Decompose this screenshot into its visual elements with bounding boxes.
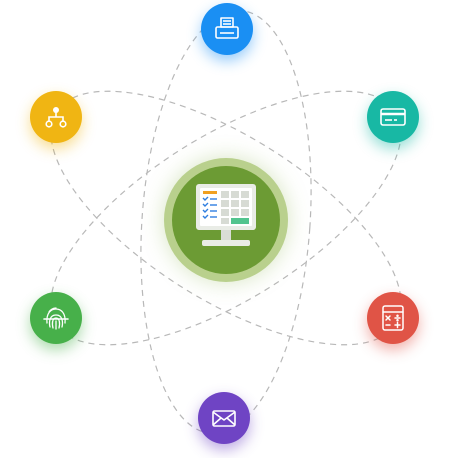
mail-node (198, 392, 250, 444)
calculator-icon (382, 305, 404, 331)
printer-icon (215, 17, 239, 39)
card-node (367, 91, 419, 143)
credit-card-icon (380, 108, 406, 126)
fingerprint-icon (43, 307, 69, 330)
envelope-icon (212, 410, 236, 427)
network-node (30, 91, 82, 143)
network-nodes-icon (45, 107, 67, 128)
printer-node (201, 3, 253, 55)
pos-terminal-icon (196, 184, 256, 246)
fingerprint-node (30, 292, 82, 344)
calculator-node (367, 292, 419, 344)
